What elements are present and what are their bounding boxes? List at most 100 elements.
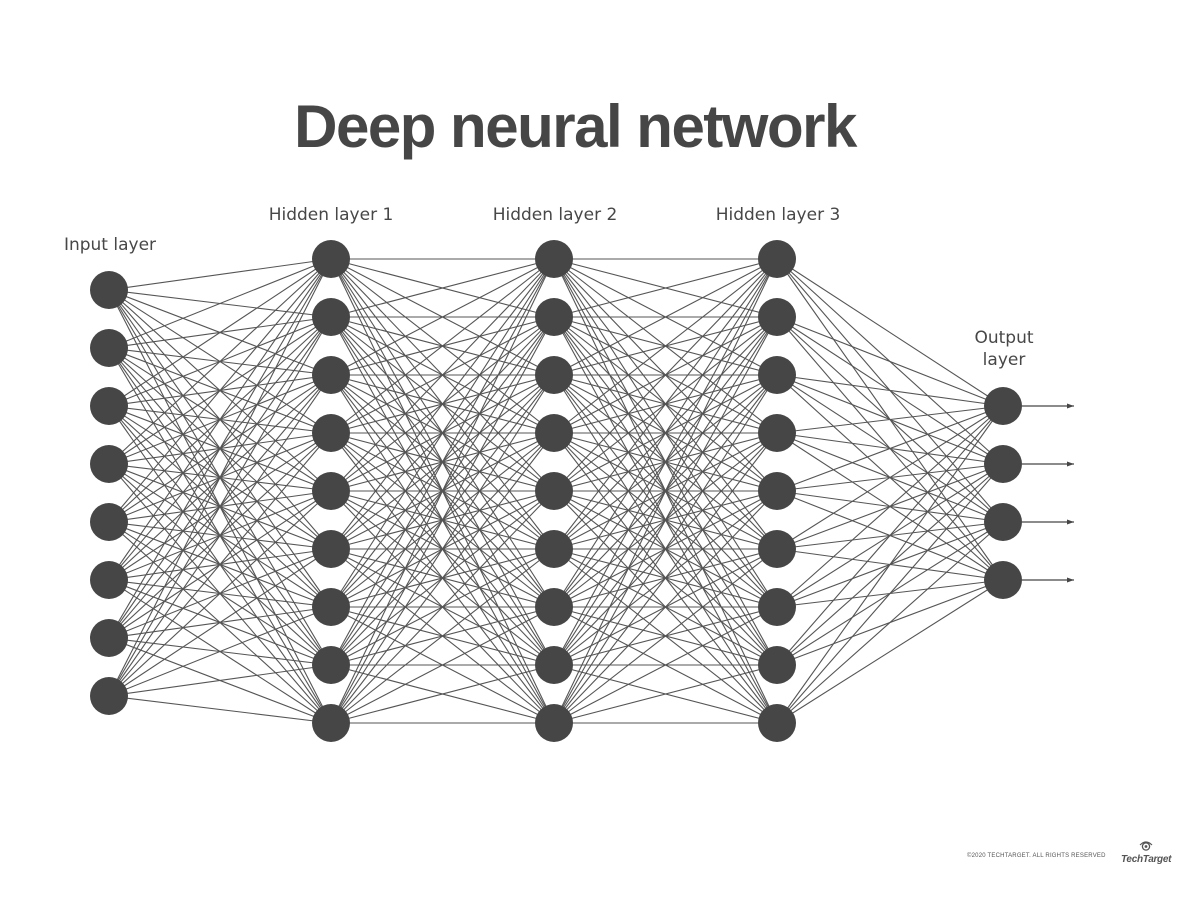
connection-h1-3-h2-1 [330,258,555,376]
input-node-2 [90,329,128,367]
output-layer-label: Output layer [974,328,1034,370]
connection-h3-9-output-4 [776,579,1004,724]
connection-h2-9-h3-8 [553,664,778,724]
connection-input-5-h1-1 [108,258,332,523]
connection-h2-9-h3-4 [553,432,778,724]
connection-h2-9-h3-1 [553,258,778,724]
connection-input-8-h1-3 [108,374,332,697]
connection-h3-3-output-1 [776,374,1004,407]
connection-h1-9-h2-2 [330,316,555,724]
connection-h2-2-h3-1 [553,258,778,318]
h3-node-8 [758,646,796,684]
hidden-layer-1-label: Hidden layer 1 [268,205,394,225]
h2-node-8 [535,646,573,684]
logo-wordmark: TechTarget [1121,854,1172,865]
connection-input-1-h1-1 [108,258,332,291]
connection-h1-9-h2-4 [330,432,555,724]
input-layer-label: Input layer [63,235,157,255]
connection-h1-4-h2-1 [330,258,555,434]
connection-h1-2-h2-1 [330,258,555,318]
footer: ©2020 TECHTARGET. ALL RIGHTS RESERVED Te… [885,841,1185,875]
connection-h2-4-h3-1 [553,258,778,434]
connection-h3-9-output-3 [776,521,1004,724]
h1-node-4 [312,414,350,452]
input-node-6 [90,561,128,599]
connection-h1-7-h2-1 [330,258,555,608]
hidden-layer-2-label: Hidden layer 2 [492,205,618,225]
h3-node-2 [758,298,796,336]
h1-node-8 [312,646,350,684]
h3-node-5 [758,472,796,510]
connection-input-4-h1-1 [108,258,332,465]
connection-h2-7-h3-1 [553,258,778,608]
copyright-notice: ©2020 TECHTARGET. ALL RIGHTS RESERVED [967,853,1106,859]
h2-node-4 [535,414,573,452]
output-node-1 [984,387,1022,425]
output-node-2 [984,445,1022,483]
techtarget-logo: TechTarget [1121,841,1172,873]
connection-h2-8-h3-1 [553,258,778,666]
connection-input-8-h1-7 [108,606,332,697]
connection-h3-9-output-1 [776,405,1004,724]
connection-input-8-h1-8 [108,664,332,697]
output-node-4 [984,561,1022,599]
input-node-3 [90,387,128,425]
input-node-4 [90,445,128,483]
connection-input-6-h1-1 [108,258,332,581]
connection-h3-2-output-1 [776,316,1004,407]
h1-node-9 [312,704,350,742]
h1-node-3 [312,356,350,394]
h1-node-7 [312,588,350,626]
connection-h3-4-output-1 [776,405,1004,434]
connection-h3-5-output-1 [776,405,1004,492]
connection-h1-9-h2-7 [330,606,555,724]
connection-h2-6-h3-1 [553,258,778,550]
connection-h3-9-output-2 [776,463,1004,724]
connection-input-8-h1-1 [108,258,332,697]
h2-node-5 [535,472,573,510]
h1-node-1 [312,240,350,278]
connection-h2-9-h3-3 [553,374,778,724]
connection-h1-9-h2-8 [330,664,555,724]
h2-node-7 [535,588,573,626]
h3-node-3 [758,356,796,394]
connection-h2-9-h3-7 [553,606,778,724]
connection-input-8-h1-6 [108,548,332,697]
connection-h1-9-h2-5 [330,490,555,724]
connection-h1-6-h2-1 [330,258,555,550]
connection-input-3-h1-1 [108,258,332,407]
h3-node-9 [758,704,796,742]
input-node-5 [90,503,128,541]
connection-input-2-h1-1 [108,258,332,349]
connections [108,258,1004,724]
h3-node-1 [758,240,796,278]
h3-node-7 [758,588,796,626]
h3-node-4 [758,414,796,452]
h2-node-9 [535,704,573,742]
connection-h1-9-h2-6 [330,548,555,724]
h2-node-2 [535,298,573,336]
connection-h3-1-output-1 [776,258,1004,407]
connection-h2-3-h3-1 [553,258,778,376]
h1-node-2 [312,298,350,336]
connection-h1-8-h2-1 [330,258,555,666]
output-node-3 [984,503,1022,541]
connection-input-8-h1-9 [108,695,332,724]
connection-input-8-h1-5 [108,490,332,697]
connection-input-8-h1-2 [108,316,332,697]
neurons [90,240,1022,742]
h2-node-1 [535,240,573,278]
connection-h2-9-h3-2 [553,316,778,724]
input-node-8 [90,677,128,715]
connection-h2-9-h3-6 [553,548,778,724]
input-node-1 [90,271,128,309]
connection-h3-6-output-1 [776,405,1004,550]
h2-node-6 [535,530,573,568]
connection-h1-5-h2-1 [330,258,555,492]
output-arrows [1022,403,1074,583]
input-node-7 [90,619,128,657]
eye-icon [1139,841,1153,851]
connection-h2-9-h3-5 [553,490,778,724]
connection-h3-7-output-1 [776,405,1004,608]
